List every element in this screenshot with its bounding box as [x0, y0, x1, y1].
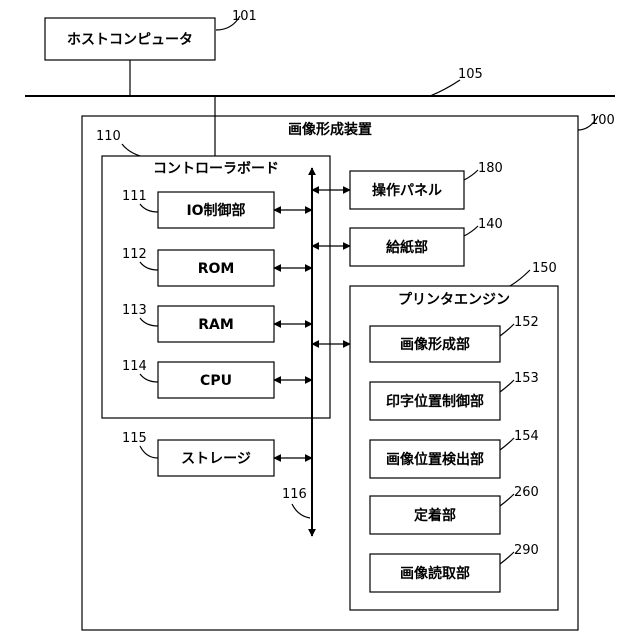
image-reading-label: 画像読取部 [400, 565, 470, 582]
image-forming-label: 画像形成部 [400, 336, 470, 353]
host-computer-label: ホストコンピュータ [67, 32, 193, 48]
image-reading-ref-leader [500, 552, 514, 564]
print-position-control-label: 印字位置制御部 [386, 393, 484, 410]
image-forming-ref-leader [500, 324, 514, 336]
fixing-unit: 定着部 [370, 496, 500, 534]
image-forming-unit: 画像形成部 [370, 326, 500, 362]
controller-board-ref: 110 [96, 129, 121, 144]
device-label: 画像形成装置 [288, 121, 372, 138]
io-control-unit: IO制御部 [158, 192, 274, 228]
io-control-label: IO制御部 [186, 202, 245, 219]
cpu-unit: CPU [158, 362, 274, 398]
host-ref: 101 [232, 9, 257, 24]
storage-ref: 115 [122, 431, 147, 446]
storage-label: ストレージ [181, 451, 251, 467]
image-reading-ref: 290 [514, 543, 539, 558]
cpu-ref: 114 [122, 359, 147, 374]
paper-feed-ref: 140 [478, 217, 503, 232]
fixing-ref-leader [500, 494, 514, 506]
bus-ref: 116 [282, 487, 307, 502]
paper-feed-ref-leader [464, 226, 478, 236]
network-ref: 105 [458, 67, 483, 82]
bus-ref-leader [292, 504, 310, 518]
fixing-ref: 260 [514, 485, 539, 500]
storage-ref-leader [140, 446, 158, 458]
paper-feed-unit: 給紙部 [350, 228, 464, 266]
io-control-ref: 111 [122, 189, 147, 204]
printer-engine-label: プリンタエンジン [398, 292, 510, 308]
paper-feed-label: 給紙部 [386, 239, 428, 256]
device-ref: 100 [590, 113, 615, 128]
rom-label: ROM [198, 261, 235, 277]
operation-panel: 操作パネル [350, 171, 464, 209]
panel-ref-leader [464, 170, 478, 180]
print-position-control-unit: 印字位置制御部 [370, 382, 500, 420]
rom-ref-leader [140, 262, 158, 270]
io-control-ref-leader [140, 204, 158, 212]
engine-ref-leader [510, 270, 530, 286]
operation-panel-label: 操作パネル [372, 182, 442, 199]
print-position-control-ref: 153 [514, 371, 539, 386]
rom-unit: ROM [158, 250, 274, 286]
rom-ref: 112 [122, 247, 147, 262]
image-position-ref-leader [500, 438, 514, 450]
image-position-detection-label: 画像位置検出部 [386, 451, 484, 468]
host-computer: ホストコンピュータ [45, 18, 215, 60]
image-position-detection-unit: 画像位置検出部 [370, 440, 500, 478]
fixing-label: 定着部 [414, 507, 456, 524]
image-forming-ref: 152 [514, 315, 539, 330]
ram-unit: RAM [158, 306, 274, 342]
ram-ref: 113 [122, 303, 147, 318]
image-position-detection-ref: 154 [514, 429, 539, 444]
ram-ref-leader [140, 318, 158, 326]
operation-panel-ref: 180 [478, 161, 503, 176]
controller-board-label: コントローラボード [153, 161, 279, 177]
network-ref-leader [430, 80, 460, 96]
print-position-ref-leader [500, 380, 514, 392]
ram-label: RAM [198, 317, 234, 333]
printer-engine-ref: 150 [532, 261, 557, 276]
cpu-label: CPU [200, 373, 232, 389]
storage-unit: ストレージ [158, 440, 274, 476]
cpu-ref-leader [140, 374, 158, 382]
image-reading-unit: 画像読取部 [370, 554, 500, 592]
controller-ref-leader [122, 144, 140, 156]
